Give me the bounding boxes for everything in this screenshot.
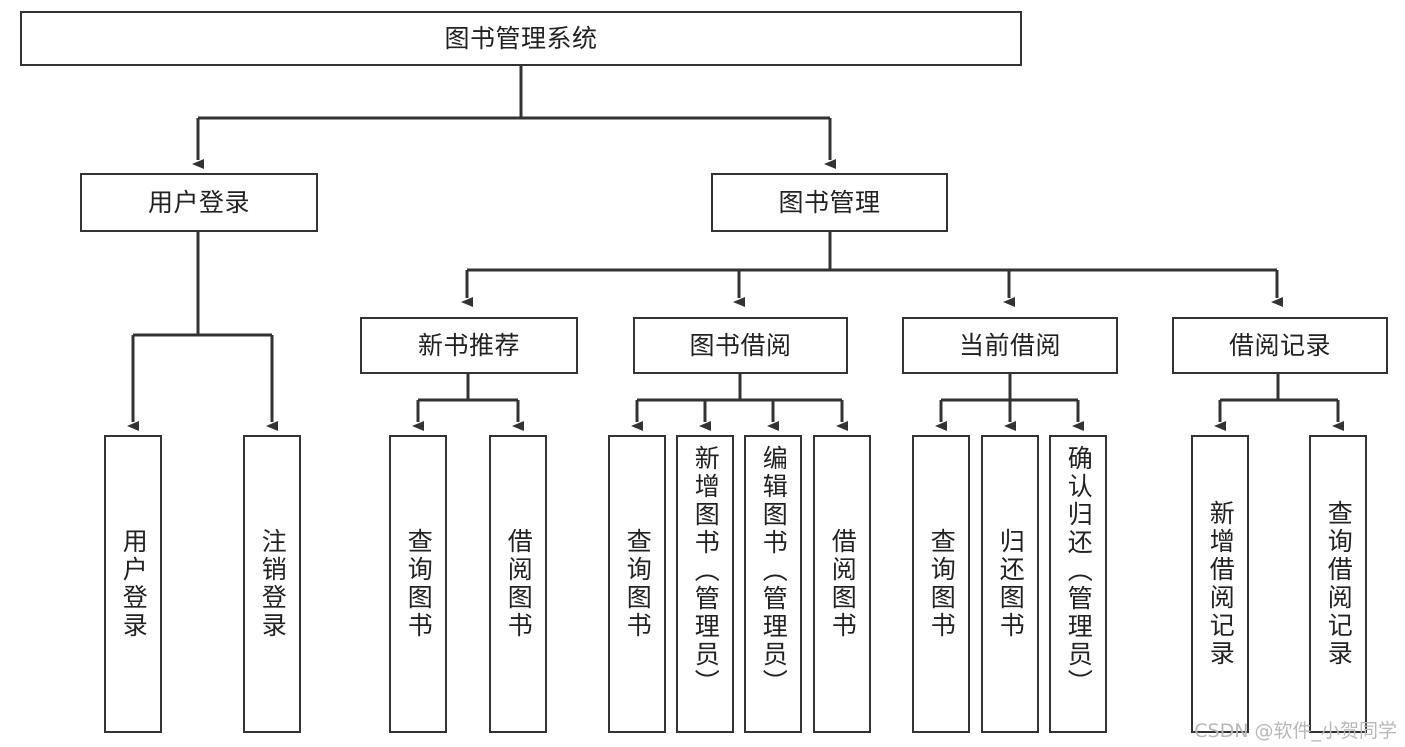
node-label: 新书推荐 bbox=[417, 330, 520, 360]
node-leaf-add-book[interactable]: 新增图书（管理员） bbox=[676, 435, 734, 733]
node-label: 图书管理 bbox=[778, 187, 881, 217]
node-label: 归还图书 bbox=[996, 528, 1026, 640]
node-label: 图书借阅 bbox=[689, 330, 792, 360]
node-label: 注销登录 bbox=[258, 528, 288, 640]
node-label: 借阅图书 bbox=[828, 528, 858, 640]
node-label: 查询图书 bbox=[623, 528, 653, 640]
node-book-manage[interactable]: 图书管理 bbox=[711, 173, 948, 232]
node-leaf-query-book-3[interactable]: 查询图书 bbox=[912, 435, 970, 733]
node-leaf-return-book[interactable]: 归还图书 bbox=[981, 435, 1039, 733]
node-label: 查询图书 bbox=[927, 528, 957, 640]
node-label: 查询借阅记录 bbox=[1324, 500, 1354, 668]
node-label: 当前借阅 bbox=[958, 330, 1061, 360]
node-label: 确认归还（管理员） bbox=[1064, 445, 1094, 697]
csdn-watermark: CSDN @软件_小贺同学 bbox=[1194, 720, 1397, 742]
node-leaf-query-record[interactable]: 查询借阅记录 bbox=[1309, 435, 1367, 733]
node-leaf-borrow-book-1[interactable]: 借阅图书 bbox=[489, 435, 547, 733]
node-label: 查询图书 bbox=[404, 528, 434, 640]
node-leaf-query-book-1[interactable]: 查询图书 bbox=[389, 435, 447, 733]
node-root-system[interactable]: 图书管理系统 bbox=[20, 11, 1022, 66]
node-current-borrow[interactable]: 当前借阅 bbox=[902, 317, 1118, 374]
node-leaf-logout[interactable]: 注销登录 bbox=[243, 435, 301, 733]
node-leaf-query-book-2[interactable]: 查询图书 bbox=[608, 435, 666, 733]
node-label: 新增图书（管理员） bbox=[691, 445, 721, 697]
node-leaf-user-login[interactable]: 用户登录 bbox=[104, 435, 162, 733]
node-label: 借阅图书 bbox=[504, 528, 534, 640]
node-new-book-recommend[interactable]: 新书推荐 bbox=[360, 317, 578, 374]
node-leaf-confirm-return[interactable]: 确认归还（管理员） bbox=[1049, 435, 1107, 733]
node-label: 新增借阅记录 bbox=[1206, 500, 1236, 668]
node-label: 用户登录 bbox=[119, 528, 149, 640]
node-label: 用户登录 bbox=[147, 187, 250, 217]
node-label: 编辑图书（管理员） bbox=[759, 445, 789, 697]
node-label: 图书管理系统 bbox=[444, 23, 598, 53]
node-leaf-borrow-book-2[interactable]: 借阅图书 bbox=[813, 435, 871, 733]
node-user-login[interactable]: 用户登录 bbox=[80, 173, 318, 232]
node-leaf-edit-book[interactable]: 编辑图书（管理员） bbox=[744, 435, 802, 733]
node-leaf-add-record[interactable]: 新增借阅记录 bbox=[1191, 435, 1249, 733]
node-borrow-record[interactable]: 借阅记录 bbox=[1172, 317, 1388, 374]
node-label: 借阅记录 bbox=[1228, 330, 1331, 360]
node-book-borrow[interactable]: 图书借阅 bbox=[633, 317, 848, 374]
